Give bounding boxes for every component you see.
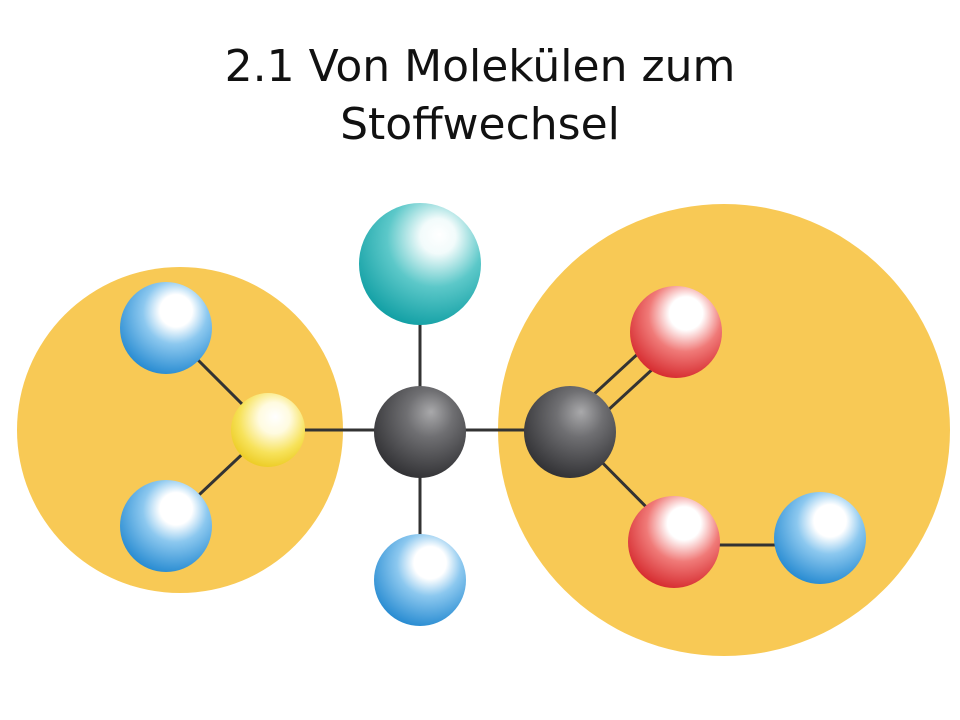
hydrogen-atom-amino-bottom xyxy=(120,480,212,572)
title-line-1: 2.1 Von Molekülen zum xyxy=(224,41,736,92)
side-chain-r-atom xyxy=(359,203,481,325)
oxygen-atom-hydroxyl xyxy=(628,496,720,588)
hydrogen-atom-alpha xyxy=(374,534,466,626)
hydrogen-atom-amino-top xyxy=(120,282,212,374)
carboxyl-carbon-atom xyxy=(524,386,616,478)
nitrogen-atom xyxy=(231,393,305,467)
alpha-carbon-atom xyxy=(374,386,466,478)
amino-group-highlight xyxy=(17,267,343,593)
title-line-2: Stoffwechsel xyxy=(340,99,620,150)
slide-title: 2.1 Von Molekülen zum Stoffwechsel xyxy=(0,38,960,154)
hydrogen-atom-hydroxyl xyxy=(774,492,866,584)
oxygen-atom-double-bond xyxy=(630,286,722,378)
